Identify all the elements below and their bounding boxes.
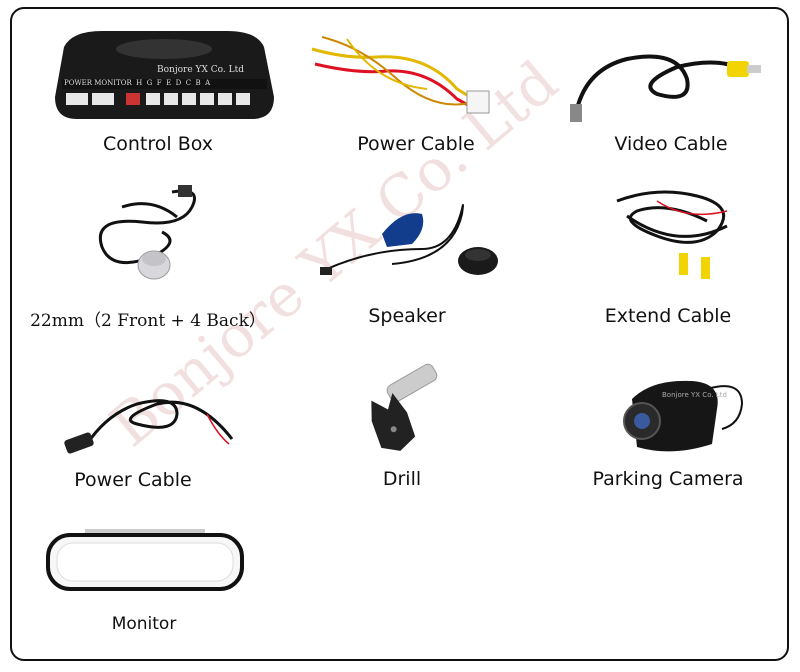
control-box-brand: Bonjore YX Co. Ltd — [157, 65, 244, 75]
drill-image — [371, 363, 438, 451]
label-drill: Drill — [382, 468, 422, 490]
power-cable-image — [311, 36, 490, 114]
monitor-image — [46, 529, 244, 591]
label-monitor: Monitor — [111, 614, 177, 634]
label-power-cable-2: Power Cable — [74, 469, 192, 491]
control-box-image — [55, 31, 274, 119]
control-box-ports: POWER MONITOR H G F E D C B A — [64, 79, 211, 87]
sensor-image — [99, 185, 196, 280]
extend-cable-image — [616, 190, 728, 279]
parking-camera-image — [623, 380, 744, 452]
speaker-image — [320, 204, 498, 275]
label-parking-camera: Parking Camera — [592, 468, 744, 490]
label-control-box: Control Box — [102, 133, 214, 155]
power-cable-2-image — [64, 399, 234, 454]
label-video-cable: Video Cable — [614, 133, 728, 155]
label-sensor: 22mm（2 Front + 4 Back） — [30, 311, 266, 331]
label-speaker: Speaker — [368, 305, 446, 327]
label-extend-cable: Extend Cable — [604, 305, 732, 327]
video-cable-image — [570, 54, 761, 122]
product-list-frame: Bonjore YX Co. Ltd Bonjore YX Co. Ltd PO… — [10, 7, 789, 661]
label-power-cable-1: Power Cable — [357, 133, 475, 155]
camera-brand: Bonjore YX Co. Ltd — [662, 391, 727, 399]
